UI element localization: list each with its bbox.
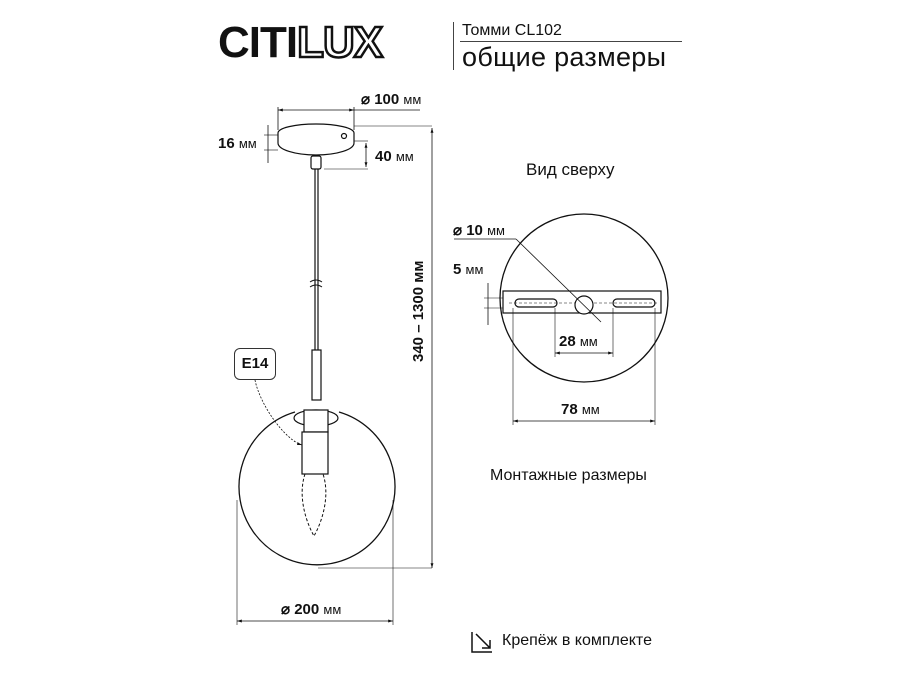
hole-diameter-dimension: ⌀ 10 мм [453, 222, 505, 239]
canopy-height-dimension: 16 мм [218, 135, 257, 152]
header-separator-vertical [453, 22, 454, 70]
page-title: общие размеры [462, 42, 667, 72]
logo-lux: LUX [296, 17, 385, 69]
mounting-kit-icon [470, 630, 494, 654]
model-name: Томми CL102 [462, 22, 562, 39]
top-view-title: Вид сверху [526, 160, 615, 179]
socket-label-e14: E14 [234, 348, 276, 380]
canopy-diameter-dimension: ⌀ 100 мм [361, 91, 422, 108]
mounting-kit-note: Крепёж в комплекте [502, 632, 652, 649]
bar-width-dimension: 5 мм [453, 261, 484, 278]
logo-citi: CITI [218, 18, 298, 67]
total-height-dimension: 340 – 1300 мм [410, 260, 427, 362]
slot-gap-dimension: 28 мм [559, 333, 598, 350]
brand-logo: CITILUX [218, 17, 385, 69]
header-separator-horizontal [460, 41, 682, 42]
slot-span-dimension: 78 мм [561, 401, 600, 418]
shade-diameter-dimension: ⌀ 200 мм [281, 601, 342, 618]
canopy-mount-dimension: 40 мм [375, 148, 414, 165]
mounting-dimensions-caption: Монтажные размеры [490, 467, 647, 484]
